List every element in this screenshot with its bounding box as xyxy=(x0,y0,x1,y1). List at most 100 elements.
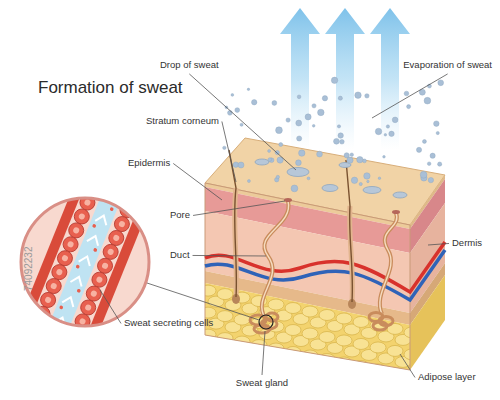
diagram-title: Formation of sweat xyxy=(38,78,183,98)
cell-nucleus xyxy=(95,171,103,179)
vapor-droplet xyxy=(392,117,398,123)
vapor-droplet xyxy=(299,150,305,156)
vapor-droplet xyxy=(359,182,362,185)
cell-nucleus xyxy=(73,331,81,339)
cell-nucleus xyxy=(33,324,41,332)
vapor-droplet xyxy=(272,101,277,106)
vapor-droplet xyxy=(420,171,427,178)
fat-cell xyxy=(200,285,216,296)
flow-arrow xyxy=(95,213,109,225)
vapor-droplet xyxy=(357,156,363,162)
vapor-droplet xyxy=(322,96,327,101)
cell-nucleus xyxy=(112,234,120,242)
vapor-droplet xyxy=(276,175,279,178)
fat-cell xyxy=(302,306,318,317)
pore xyxy=(284,198,292,202)
vapor-droplet xyxy=(286,118,290,122)
vapor-droplet xyxy=(364,173,370,179)
vapor-droplet xyxy=(365,94,369,98)
sweat-drop xyxy=(287,168,309,177)
cell-nucleus xyxy=(72,226,80,234)
cell-nucleus xyxy=(101,262,109,270)
flow-arrow xyxy=(87,234,101,246)
sweat-particle xyxy=(109,207,114,212)
pore xyxy=(392,210,400,214)
vapor-droplet xyxy=(337,125,340,128)
secreting-cell xyxy=(123,186,143,206)
vapor-droplet xyxy=(235,108,240,113)
vapor-droplet xyxy=(389,131,394,136)
part-label: Sweat secreting cells xyxy=(124,318,213,329)
vapor-droplet xyxy=(427,162,431,166)
vapor-droplet xyxy=(436,131,439,134)
sweat-particle xyxy=(42,346,47,351)
duct-lumen xyxy=(39,173,129,357)
leader-line xyxy=(262,331,265,375)
vapor-droplet xyxy=(375,128,381,134)
vapor-droplet xyxy=(383,155,386,158)
fat-cell xyxy=(353,338,369,349)
artery xyxy=(205,242,445,292)
vapor-droplet xyxy=(338,133,343,138)
fat-cell xyxy=(302,328,318,339)
watermark: 74092232 xyxy=(23,246,35,291)
fat-cell xyxy=(285,303,301,314)
part-label: Epidermis xyxy=(128,158,170,169)
fat-cell xyxy=(200,329,216,340)
fat-cell xyxy=(285,347,301,358)
vapor-droplets xyxy=(223,77,444,192)
vapor-droplet xyxy=(334,138,340,144)
leader-line xyxy=(100,290,121,323)
vapor-droplet xyxy=(422,139,426,143)
cell-nucleus xyxy=(107,248,115,256)
secreting-cell xyxy=(73,312,93,332)
cell-nucleus xyxy=(78,213,86,221)
fat-cell xyxy=(412,360,428,371)
secreting-cell xyxy=(83,179,103,199)
fat-cell xyxy=(319,331,335,342)
part-label: Sweat gland xyxy=(236,378,288,389)
cell-nucleus xyxy=(67,240,75,248)
fat-cell xyxy=(353,316,369,327)
cell-nucleus xyxy=(84,304,92,312)
sweat-duct xyxy=(380,213,397,314)
part-label: Pore xyxy=(170,210,190,221)
fat-cell xyxy=(387,367,403,378)
fat-cell xyxy=(412,338,428,349)
vapor-droplet xyxy=(318,109,325,116)
sweat-drop xyxy=(322,185,338,192)
vapor-droplet xyxy=(312,124,315,127)
vapor-droplet xyxy=(416,147,421,152)
secreting-cell xyxy=(27,318,47,338)
cell-nucleus xyxy=(84,199,92,207)
vapor-droplet xyxy=(276,127,283,134)
vapor-droplet xyxy=(268,158,272,162)
sweat-particle xyxy=(93,248,98,253)
part-label: Dermis xyxy=(452,238,482,249)
cell-nucleus xyxy=(61,254,69,262)
vapor-droplet xyxy=(247,180,250,183)
cell-nucleus xyxy=(90,290,98,298)
evaporation-arrow xyxy=(280,8,320,150)
vapor-droplet xyxy=(351,177,357,183)
flow-arrow xyxy=(62,295,76,307)
vapor-droplet xyxy=(231,94,234,97)
fat-cell xyxy=(217,311,233,322)
fat-cell xyxy=(200,307,216,318)
fat-cell xyxy=(268,299,284,310)
fat-cell xyxy=(285,325,301,336)
fat-cell xyxy=(404,327,420,338)
cell-nucleus xyxy=(55,268,63,276)
fat-cell xyxy=(336,335,352,346)
vapor-droplet xyxy=(227,110,232,115)
gland-coil xyxy=(373,322,387,330)
leader-line xyxy=(428,243,449,245)
vapor-droplet xyxy=(317,151,323,157)
vapor-droplet xyxy=(240,123,243,126)
hair-shaft xyxy=(229,150,236,297)
secreting-cell xyxy=(67,326,87,346)
vapor-droplet xyxy=(338,96,342,100)
fat-cell xyxy=(319,309,335,320)
sweat-particle xyxy=(75,264,80,269)
leader-line xyxy=(173,163,222,200)
